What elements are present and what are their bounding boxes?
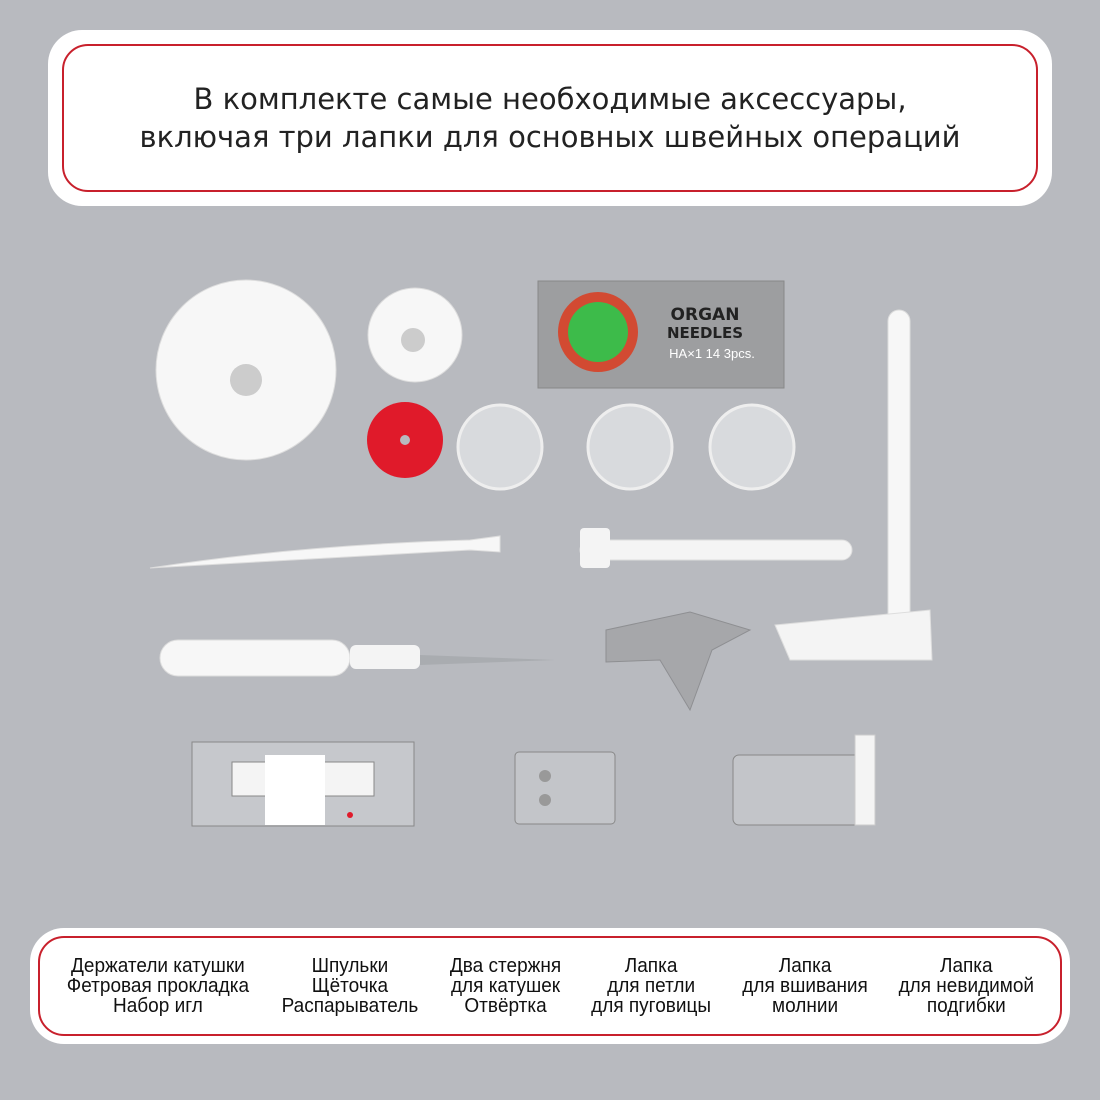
- bobbin: [456, 403, 544, 491]
- captions-panel: Держатели катушки Фетровая прокладка Наб…: [30, 928, 1070, 1044]
- bobbin: [708, 403, 796, 491]
- caption-line: для пуговицы: [591, 995, 712, 1017]
- buttonhole-foot: [191, 741, 415, 827]
- needle-spec: HA×1 14 3pcs.: [669, 346, 755, 361]
- caption-line: Лапка: [624, 955, 678, 977]
- felt-pad: [367, 402, 443, 478]
- caption-line: Отвёртка: [463, 995, 547, 1017]
- caption-bobbins-brush-ripper: Шпульки Щёточка Распарыватель: [282, 956, 419, 1016]
- brush: [149, 535, 501, 569]
- needle-brand-1: ORGAN: [671, 305, 740, 325]
- bobbin: [586, 403, 674, 491]
- caption-blind-hem-foot: Лапка для невидимой подгибки: [899, 956, 1034, 1016]
- zipper-foot: [514, 751, 616, 825]
- caption-line: Фетровая прокладка: [66, 975, 250, 997]
- caption-line: для вшивания: [741, 975, 868, 997]
- spool-pins: [579, 528, 853, 568]
- headline: В комплекте самые необходимые аксессуары…: [139, 80, 960, 156]
- headline-line-2: включая три лапки для основных швейных о…: [139, 120, 961, 154]
- needle-brand-2: NEEDLES: [667, 324, 743, 342]
- caption-line: Держатели катушки: [71, 955, 245, 977]
- spool-holder-large: [155, 279, 337, 461]
- caption-line: для катушек: [450, 975, 560, 997]
- caption-line: Лапка: [778, 955, 832, 977]
- vertical-spool-pin: [774, 309, 933, 661]
- bobbins: [456, 403, 796, 491]
- caption-line: подгибки: [926, 995, 1006, 1017]
- caption-line: Лапка: [940, 955, 993, 977]
- needle-pack: ORGAN NEEDLES HA×1 14 3pcs.: [537, 280, 785, 389]
- spool-holder-small: [367, 287, 463, 383]
- captions-frame: Держатели катушки Фетровая прокладка Наб…: [38, 936, 1062, 1036]
- caption-line: для петли: [607, 975, 696, 997]
- caption-line: Набор игл: [113, 995, 203, 1017]
- caption-line: для невидимой: [898, 975, 1035, 997]
- headline-panel: В комплекте самые необходимые аксессуары…: [48, 30, 1052, 206]
- caption-pins-screwdriver: Два стержня для катушек Отвёртка: [450, 956, 561, 1016]
- caption-line: Два стержня: [449, 955, 561, 977]
- screwdriver: [605, 611, 752, 712]
- caption-line: Распарыватель: [281, 995, 419, 1017]
- caption-line: молнии: [771, 995, 838, 1017]
- caption-line: Шпульки: [311, 955, 389, 977]
- caption-buttonhole-foot: Лапка для петли для пуговицы: [591, 956, 711, 1016]
- seam-ripper: [159, 639, 555, 677]
- caption-line: Щёточка: [312, 975, 389, 997]
- caption-spool-felt-needles: Держатели катушки Фетровая прокладка Наб…: [67, 956, 249, 1016]
- headline-frame: В комплекте самые необходимые аксессуары…: [62, 44, 1038, 192]
- blind-hem-foot: [732, 734, 876, 826]
- headline-line-1: В комплекте самые необходимые аксессуары…: [193, 82, 907, 116]
- caption-zipper-foot: Лапка для вшивания молнии: [742, 956, 868, 1016]
